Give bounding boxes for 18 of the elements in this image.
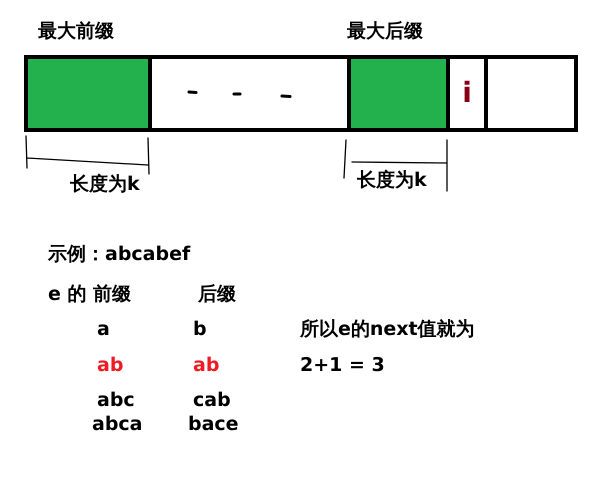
- length-label: 长度为k: [70, 173, 140, 195]
- prefix-string: abc: [97, 389, 135, 411]
- equation-text: 2+1 = 3: [300, 354, 385, 376]
- suffix-string: bace: [188, 413, 239, 435]
- cell-heading: 最大后缀: [347, 20, 423, 42]
- cell-heading: 最大前缀: [38, 20, 114, 42]
- suffix-string: cab: [193, 389, 231, 411]
- example-text: 示例：abcabef: [48, 243, 190, 265]
- prefix-string: abca: [92, 413, 143, 435]
- column-header: 后缀: [198, 283, 236, 305]
- column-header: e 的 前缀: [48, 283, 132, 305]
- conclusion-text: 所以e的next值就为: [300, 318, 475, 340]
- length-label: 长度为k: [357, 169, 427, 191]
- suffix-string: ab: [193, 354, 220, 376]
- index-label: i: [462, 78, 472, 108]
- prefix-string: a: [97, 318, 110, 340]
- suffix-string: b: [193, 318, 207, 340]
- prefix-string: ab: [97, 354, 124, 376]
